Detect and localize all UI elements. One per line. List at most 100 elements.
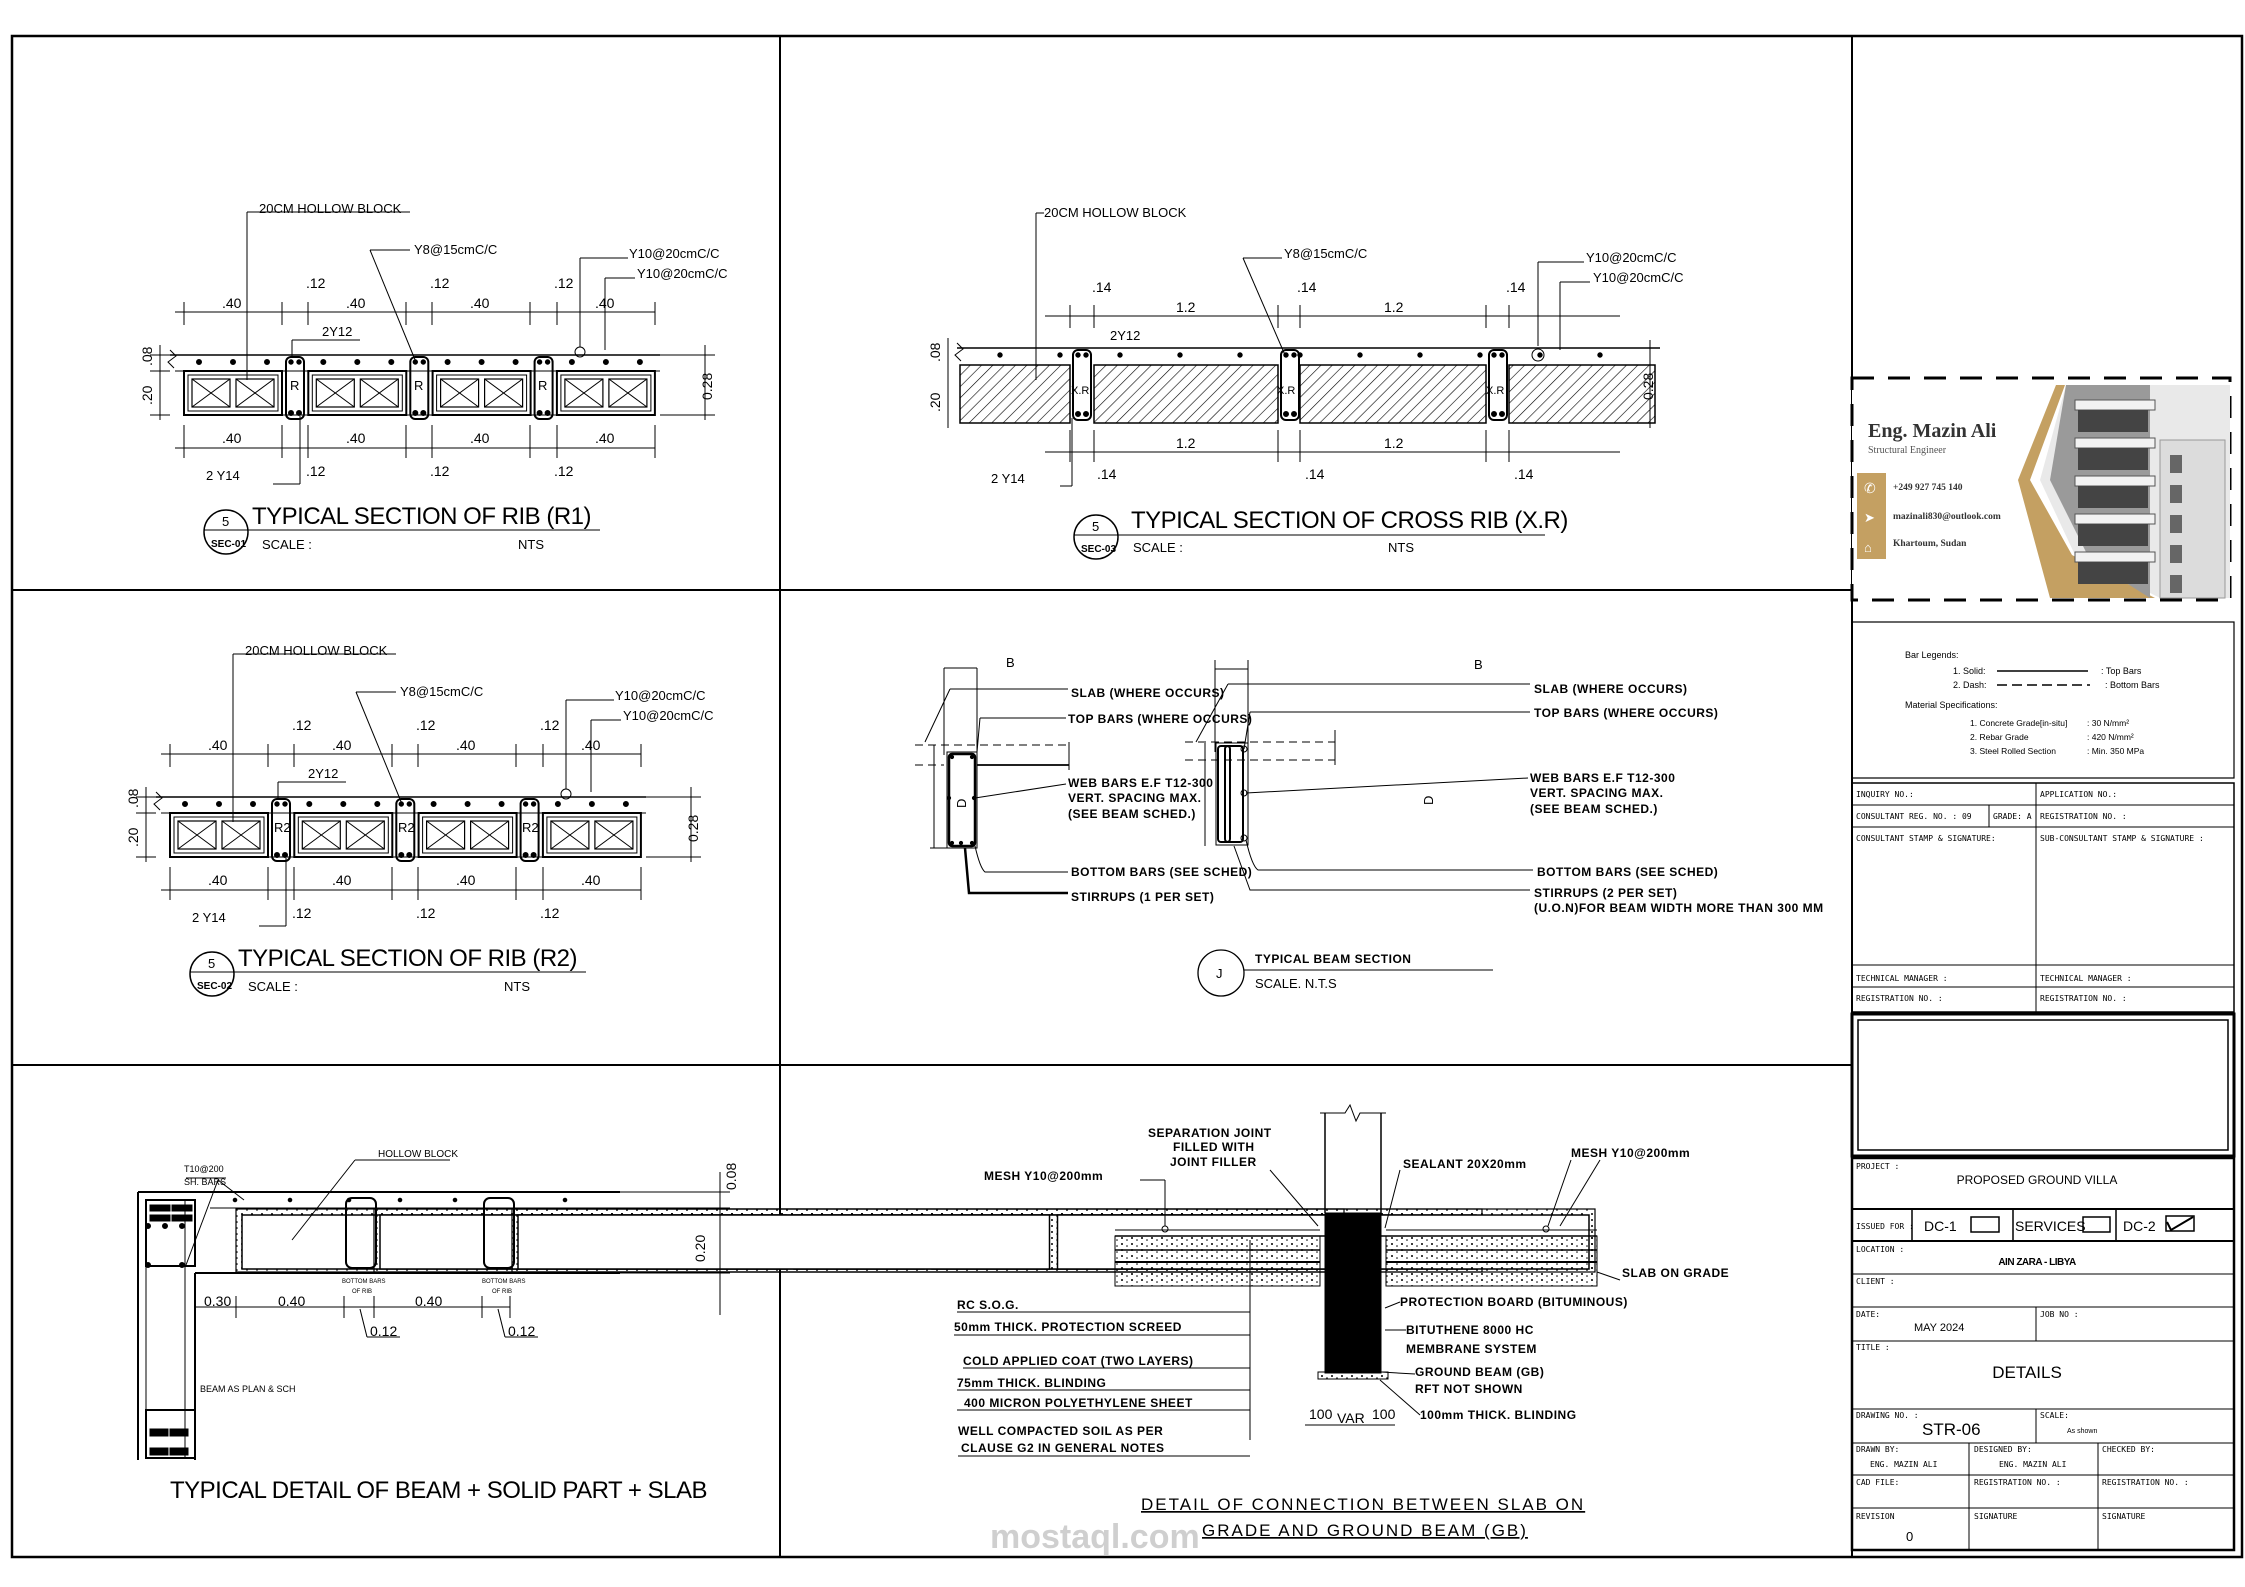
beam-bars: [169, 1447, 189, 1456]
dim-label: 0.40: [278, 1293, 305, 1309]
rib-r1-geometry: [150, 211, 715, 485]
dim-label: .40: [595, 295, 615, 311]
top-bar-label: Y10@20cmC/C: [615, 688, 706, 703]
issue-checkbox-services[interactable]: [2082, 1216, 2111, 1233]
issued-label: ISSUED FOR :: [1856, 1222, 1914, 1231]
stirrup-label: Y8@15cmC/C: [400, 684, 483, 699]
checkmark-icon: [2166, 1216, 2194, 1232]
cad-file-label: CAD FILE:: [1856, 1478, 1899, 1487]
layer-note: RC S.O.G.: [957, 1298, 1019, 1312]
dim-label: 0.30: [204, 1293, 231, 1309]
layer-note: 100mm THICK. BLINDING: [1420, 1408, 1577, 1422]
rebar-dot: [406, 801, 412, 807]
rebar-dot: [1083, 411, 1089, 417]
rebar-dot: [296, 359, 302, 365]
top-rebar-label: 2Y12: [308, 766, 338, 781]
send-icon: ➤: [1864, 510, 1875, 525]
dim-label: .40: [456, 872, 476, 888]
leader: [217, 1179, 245, 1201]
phone-icon: ✆: [1864, 480, 1876, 496]
top-bar: [498, 801, 505, 807]
note-web-sched: (SEE BEAM SCHED.): [1530, 802, 1658, 816]
dim-label: .14: [1506, 279, 1526, 295]
slab-on-grade-note: SLAB ON GRADE: [1622, 1266, 1729, 1280]
break-line: [1320, 1103, 1386, 1123]
joint-note: SEPARATION JOINT: [1148, 1126, 1272, 1140]
break-line: [167, 349, 177, 369]
block-cell: [484, 378, 524, 408]
beam-stirrup: [1217, 745, 1231, 843]
detail-marker: [1197, 949, 1245, 997]
issue-checkbox-dc1[interactable]: [1970, 1216, 2000, 1233]
ground-beam: [1324, 1212, 1382, 1374]
rebar-dot: [452, 1197, 458, 1203]
rebar-dot: [1491, 411, 1497, 417]
bottom-bars-label: BOTTOM BARS: [342, 1279, 386, 1285]
top-bar: [588, 801, 595, 807]
dim-label: .40: [332, 737, 352, 753]
top-bar: [1477, 352, 1483, 358]
revision-value: 0: [1906, 1529, 1913, 1544]
watermark: mostaql.com: [990, 1518, 1200, 1556]
rib-tag: R: [290, 378, 299, 393]
scale-value: As shown: [2067, 1428, 2097, 1435]
bottom-rebar-label: 2 Y14: [991, 471, 1025, 486]
hollow-block: [555, 370, 656, 416]
rebar-dot: [145, 1262, 151, 1268]
detail-title: DETAIL OF CONNECTION BETWEEN SLAB ON: [1141, 1495, 1585, 1514]
rebar-dot: [1075, 411, 1081, 417]
revision-label: REVISION: [1856, 1512, 1895, 1521]
top-bar-label: Y10@20cmC/C: [1593, 270, 1684, 285]
top-bar: [1237, 352, 1243, 358]
top-bar: [512, 359, 519, 365]
home-icon: ⌂: [1864, 540, 1872, 555]
hollow-block-label: 20CM HOLLOW BLOCK: [1044, 205, 1187, 220]
top-bar-label: Y10@20cmC/C: [623, 708, 714, 723]
rib-tag: R: [538, 378, 547, 393]
section-ref: SEC-03: [1081, 544, 1116, 555]
sh-bars-label: T10@200: [184, 1164, 224, 1174]
dim-label: .14: [1514, 466, 1534, 482]
dim-label: .40: [595, 430, 615, 446]
top-bar: [430, 801, 437, 807]
scale-value: NTS: [1388, 540, 1414, 555]
project-name: PROPOSED GROUND VILLA: [1957, 1173, 2118, 1187]
top-bar: [354, 359, 361, 365]
block-cross: [550, 820, 590, 850]
block-cell: [221, 820, 261, 850]
rebar-dot: [1075, 352, 1081, 358]
beam-outline: [1215, 742, 1249, 846]
cross-rib-geometry: [947, 212, 1660, 487]
block-cross: [177, 820, 217, 850]
leader: [359, 1308, 368, 1338]
leader: [1269, 1169, 1319, 1227]
issue-option-dc1: DC-1: [1924, 1218, 1957, 1234]
note-stirrups: STIRRUPS (2 PER SET): [1534, 886, 1677, 900]
top-bar: [1057, 352, 1063, 358]
dim-label: .12: [292, 717, 312, 733]
issue-checkbox-dc2[interactable]: [2165, 1215, 2195, 1232]
top-bar: [216, 801, 222, 807]
rib-tag: R2: [398, 820, 415, 835]
layer-note: MEMBRANE SYSTEM: [1406, 1342, 1537, 1356]
layer-note: GROUND BEAM (GB): [1415, 1365, 1544, 1379]
rib-stirrup: [271, 798, 291, 862]
dim-label: 0.40: [415, 1293, 442, 1309]
top-bar: [230, 359, 236, 365]
balcony: [2074, 475, 2156, 487]
mesh-bar: [1542, 1225, 1550, 1233]
top-bar: [1597, 352, 1603, 358]
beam-slab-geometry: [137, 1159, 1596, 1460]
block-cell: [345, 820, 385, 850]
material-label: 1. Concrete Grade[in-situ]: [1970, 718, 2067, 728]
rebar-dot: [1499, 411, 1505, 417]
top-bar: [464, 801, 471, 807]
rebar-dot: [958, 840, 964, 846]
rebar-dot: [969, 840, 975, 846]
beam-outline: [946, 751, 978, 849]
top-bar: [250, 801, 256, 807]
material-value: : 30 N/mm²: [2087, 718, 2129, 728]
window: [2078, 524, 2148, 546]
window: [2078, 486, 2148, 508]
